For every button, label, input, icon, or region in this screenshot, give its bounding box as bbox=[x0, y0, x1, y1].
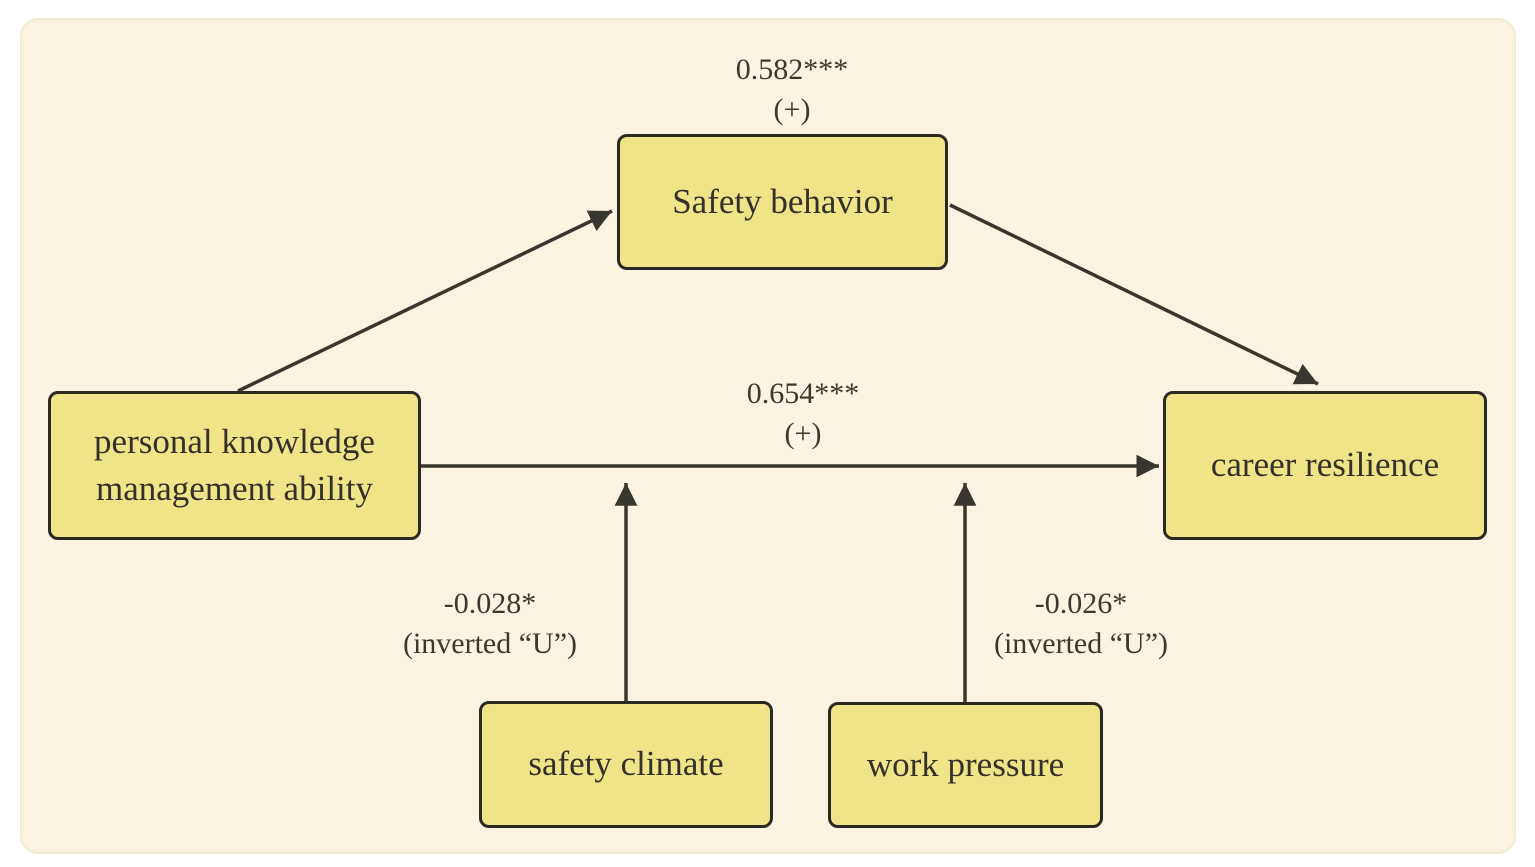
mediation-coefficient: 0.582*** bbox=[735, 53, 849, 86]
label-work-pressure-moderation: -0.026* (inverted “U”) bbox=[994, 584, 1168, 664]
label-mediation-path: 0.582*** (+) bbox=[736, 50, 849, 130]
node-safety-behavior-label: Safety behavior bbox=[672, 181, 893, 221]
node-career-resilience-label: career resilience bbox=[1210, 445, 1440, 485]
safety-climate-shape: (inverted “U”) bbox=[402, 627, 578, 660]
direct-sign: (+) bbox=[784, 417, 822, 450]
node-safety-climate-label: safety climate bbox=[528, 744, 724, 784]
node-safety-climate: safety climate bbox=[479, 701, 773, 828]
safety-climate-coefficient: -0.028* bbox=[443, 587, 537, 620]
work-pressure-shape: (inverted “U”) bbox=[993, 627, 1169, 660]
work-pressure-coefficient: -0.026* bbox=[1034, 587, 1128, 620]
direct-coefficient: 0.654*** bbox=[746, 377, 860, 410]
node-safety-behavior: Safety behavior bbox=[617, 134, 948, 270]
mediation-sign: (+) bbox=[773, 93, 811, 126]
node-work-pressure-label: work pressure bbox=[866, 744, 1065, 784]
label-safety-climate-moderation: -0.028* (inverted “U”) bbox=[403, 584, 577, 664]
label-direct-path: 0.654*** (+) bbox=[747, 374, 860, 454]
node-personal-knowledge-management-ability: personal knowledge management ability bbox=[48, 391, 421, 540]
node-pkma-label: personal knowledge management ability bbox=[94, 422, 375, 508]
node-work-pressure: work pressure bbox=[828, 702, 1103, 828]
node-career-resilience: career resilience bbox=[1163, 391, 1487, 540]
